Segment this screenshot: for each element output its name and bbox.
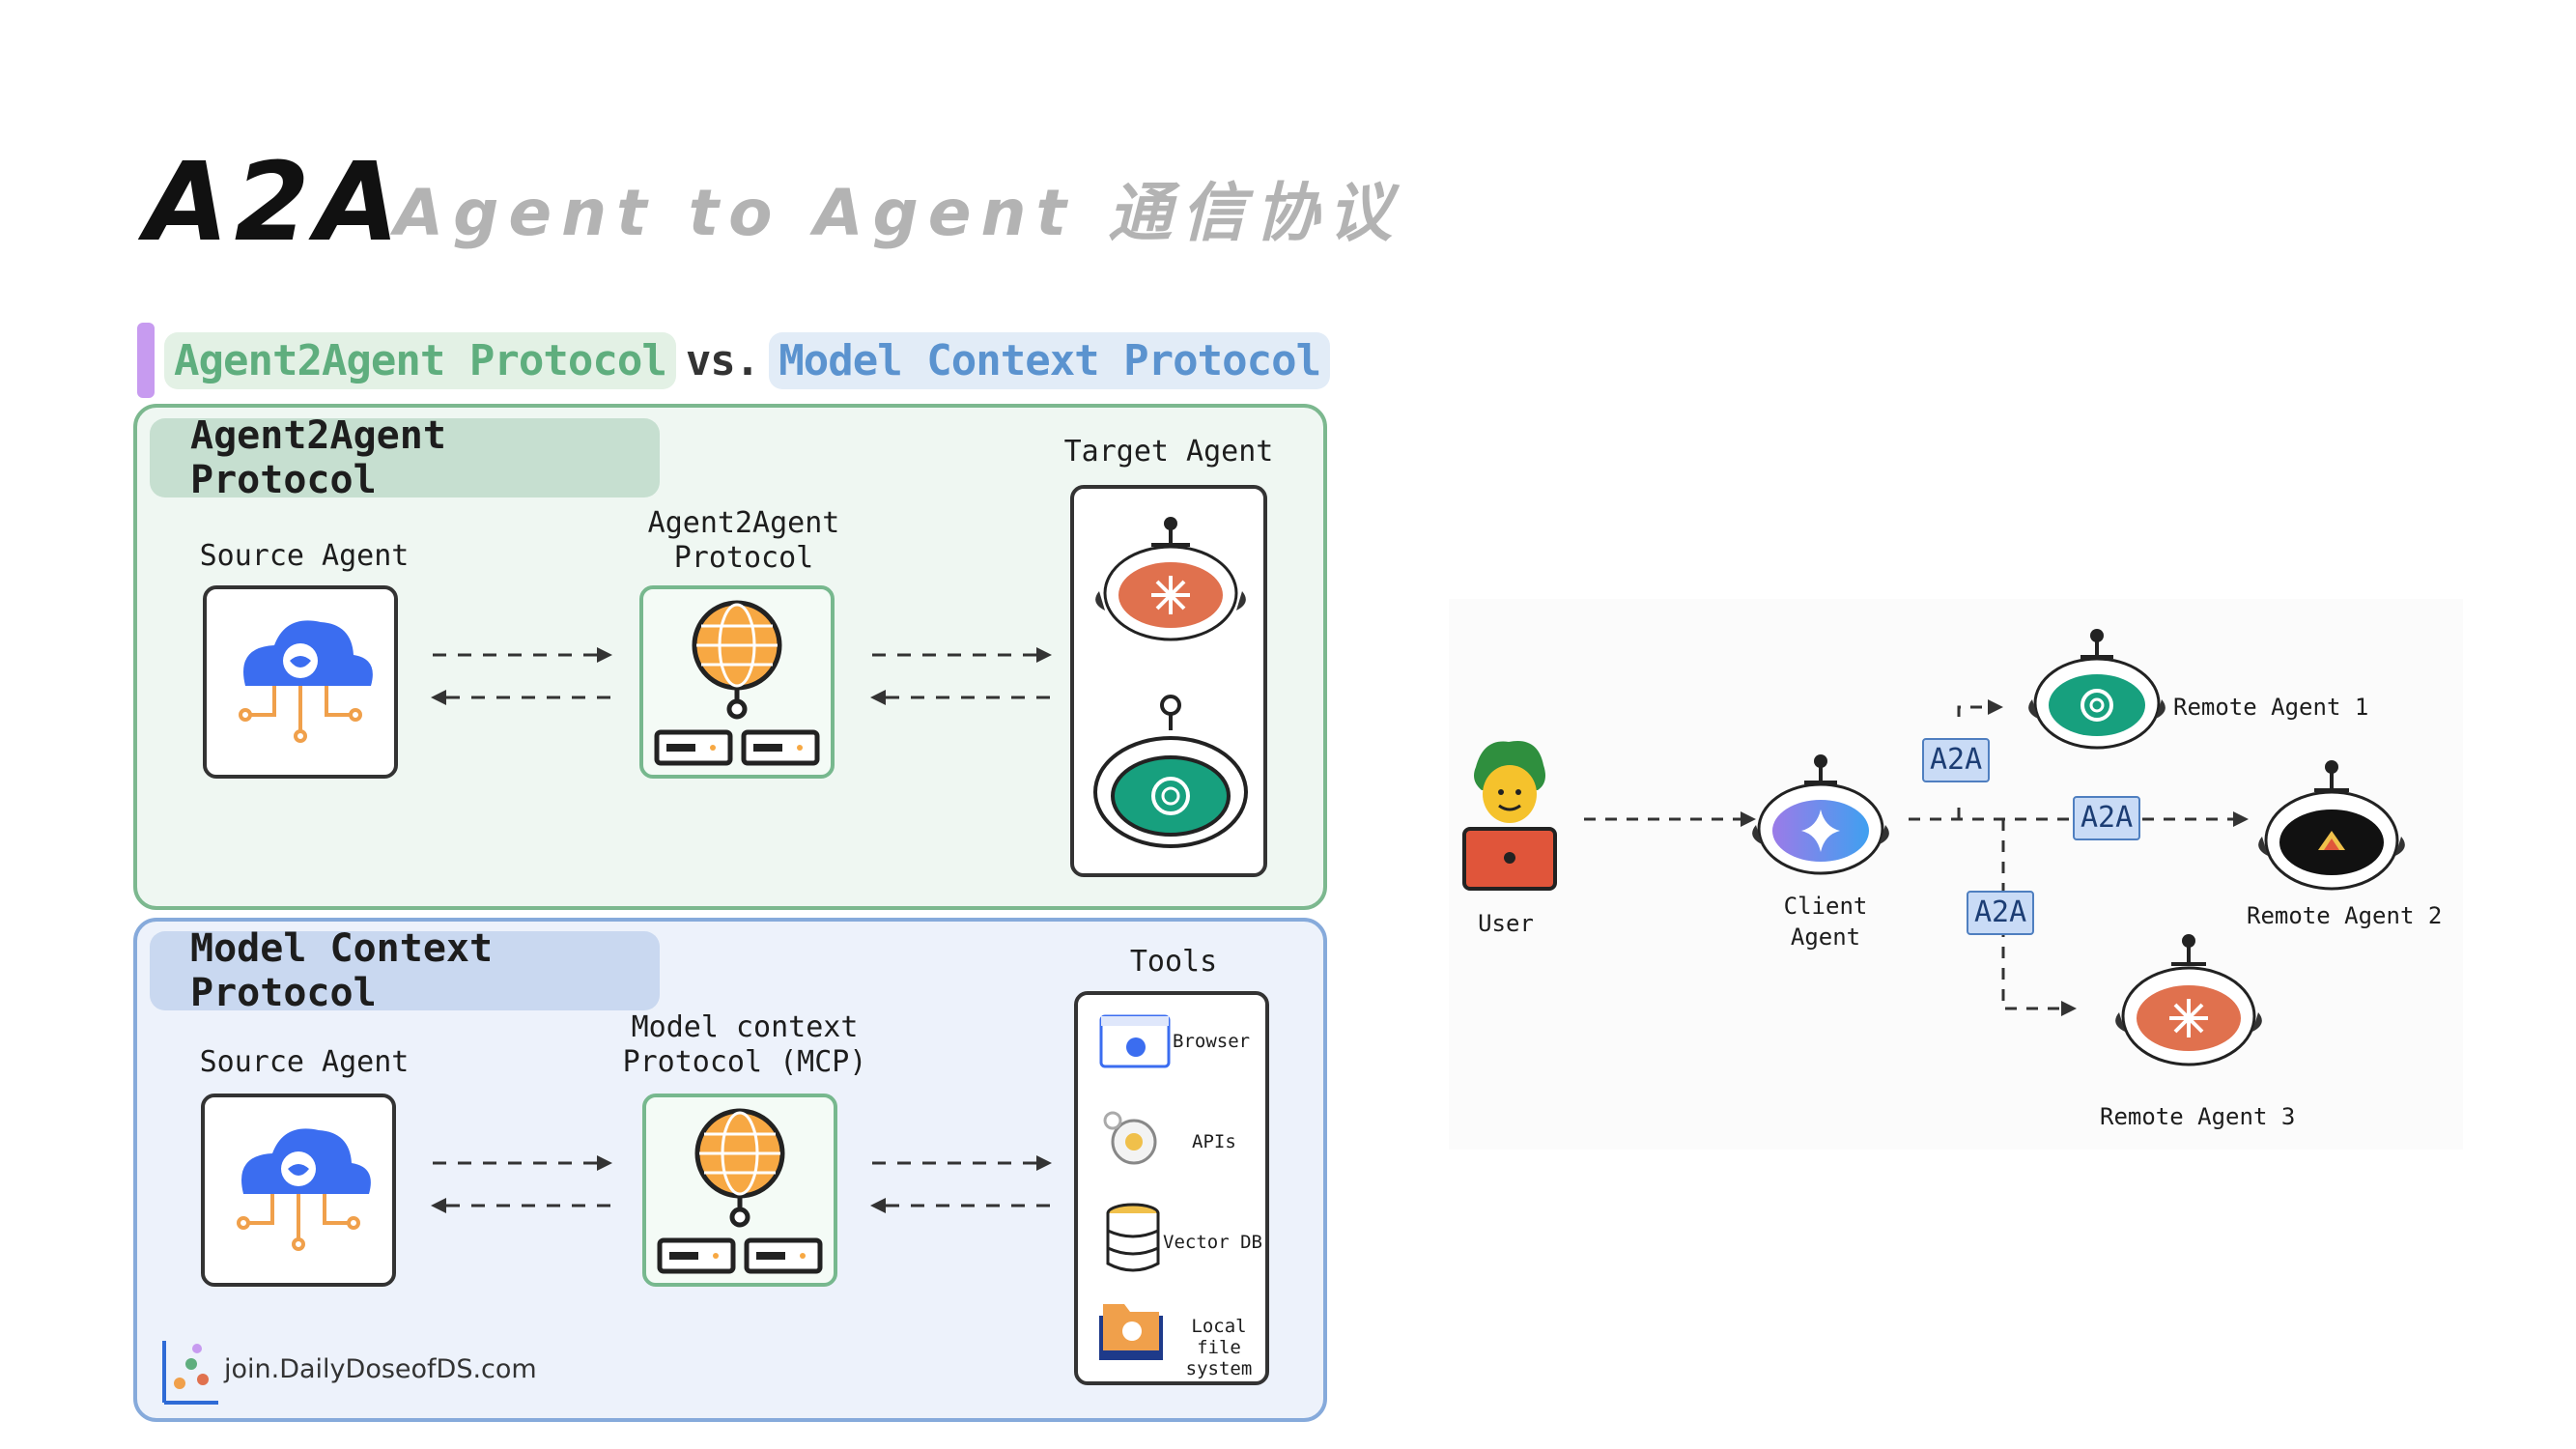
a2a-source-label: Source Agent (199, 539, 410, 573)
slide-title: A2A (145, 140, 406, 266)
remote-agent-3-robot-icon (2115, 934, 2262, 1066)
user-label: User (1478, 910, 1534, 937)
mcp-source-label: Source Agent (199, 1045, 410, 1079)
tool-browser-label: Browser (1173, 1031, 1251, 1052)
a2a-edge-label-3: A2A (1967, 891, 2035, 935)
heading-accent-bar (137, 323, 155, 398)
remote-agent-2-robot-icon (2258, 760, 2405, 891)
a2a-protocol-label-line2: Protocol (673, 541, 814, 575)
remote-agent-3-label: Remote Agent 3 (2100, 1103, 2296, 1130)
footer-url[interactable]: join.DailyDoseofDS.com (224, 1354, 537, 1384)
a2a-panel-tag: Agent2Agent Protocol (150, 413, 660, 502)
a2a-target-box (1070, 485, 1267, 877)
user-icon (1462, 741, 1557, 891)
mcp-arrows-left (431, 1155, 612, 1213)
mcp-protocol-box (642, 1094, 837, 1287)
a2a-arrows-right (870, 647, 1052, 705)
client-agent-label-line2: Agent (1790, 923, 1861, 951)
mcp-source-box (201, 1094, 396, 1287)
folder-icon (1099, 1304, 1163, 1360)
mcp-tools-label: Tools (1129, 945, 1218, 979)
client-agent-label-line1: Client (1783, 893, 1868, 920)
heading-a2a: Agent2Agent Protocol (164, 331, 676, 389)
globe-server-icon (654, 600, 820, 766)
slide-subtitle: Agent to Agent 通信协议 (394, 176, 1402, 250)
a2a-edge-label-2: A2A (2073, 796, 2141, 840)
robot-orange-icon (1095, 517, 1246, 641)
tool-vectordb-label: Vector DB (1163, 1232, 1262, 1253)
cloud-icon (239, 620, 373, 743)
database-icon (1106, 1203, 1160, 1272)
tool-localfs-label: Local file system (1173, 1316, 1265, 1379)
a2a-protocol-label: Agent2Agent Protocol (618, 506, 869, 576)
client-agent-label: Client Agent (1777, 891, 1874, 952)
comparison-heading: Agent2Agent Protocol vs. Model Context P… (164, 323, 1331, 398)
a2a-arrows-left (431, 647, 612, 705)
mcp-protocol-label-line2: Protocol (MCP) (622, 1045, 867, 1079)
globe-server-icon (657, 1108, 823, 1274)
heading-vs: vs. (685, 335, 760, 385)
remote-agent-1-label: Remote Agent 1 (2173, 694, 2369, 721)
mcp-arrows-right (870, 1155, 1052, 1213)
client-agent-robot-icon (1752, 754, 1889, 875)
a2a-edge-label-1: A2A (1922, 738, 1991, 782)
cloud-icon (237, 1128, 371, 1251)
api-gears-icon (1103, 1111, 1157, 1165)
tool-localfs-line1: Local file (1191, 1316, 1247, 1358)
a2a-source-box (203, 585, 398, 779)
mcp-tools-box: Browser APIs Vector DB Local file system (1074, 991, 1269, 1385)
a2a-connectors (1584, 699, 2249, 1016)
mcp-protocol-label-line1: Model context (631, 1010, 859, 1044)
remote-agent-1-robot-icon (2028, 629, 2166, 750)
mcp-protocol-label: Model context Protocol (MCP) (610, 1010, 879, 1080)
tool-localfs-line2: system (1185, 1358, 1253, 1379)
a2a-protocol-box (639, 585, 835, 779)
dailydose-logo-icon (162, 1341, 218, 1405)
remote-agent-2-label: Remote Agent 2 (2247, 902, 2443, 929)
a2a-protocol-label-line1: Agent2Agent (647, 506, 840, 540)
tool-apis-label: APIs (1192, 1131, 1236, 1152)
robot-teal-icon (1093, 695, 1248, 848)
mcp-panel-tag: Model Context Protocol (150, 926, 660, 1015)
a2a-target-label: Target Agent (1063, 435, 1274, 469)
browser-icon (1099, 1014, 1171, 1068)
heading-mcp: Model Context Protocol (769, 331, 1331, 389)
